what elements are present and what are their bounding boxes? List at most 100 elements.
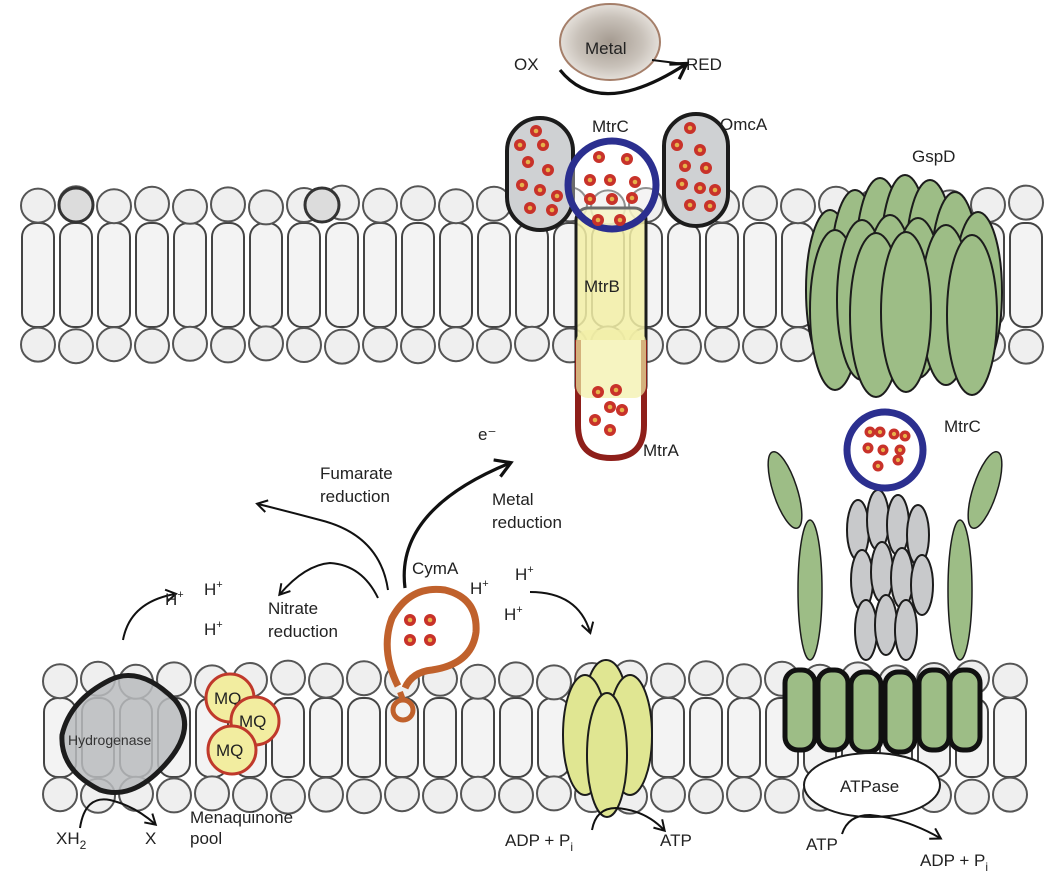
inner-membrane-platform-subunit (947, 667, 983, 753)
lipid-head (536, 775, 572, 812)
lipid-head (476, 327, 512, 364)
metal-reduction-label-line2: reduction (492, 513, 562, 532)
heme-iron (595, 389, 601, 395)
lipid-head (96, 326, 132, 363)
heme-iron (895, 457, 901, 463)
xh2-label: XH2 (56, 829, 87, 852)
atp-synthase (562, 659, 653, 818)
hydrogenase-proton-arrow (122, 588, 178, 641)
heme-iron (619, 407, 625, 413)
lipid-tail (1009, 222, 1043, 328)
heme-iron (624, 156, 630, 162)
nitrate-reduction-arrow (278, 561, 379, 599)
lipid-head (20, 326, 56, 363)
heme-iron (880, 447, 886, 453)
lipid-head (422, 777, 458, 814)
lipid-tail (401, 222, 435, 328)
heme-iron (607, 177, 613, 183)
pseudopilin-subunit (870, 541, 894, 603)
mq-label: MQ (214, 689, 241, 708)
lipid-head (42, 776, 78, 813)
menaquinone-label-line1: Menaquinone (190, 808, 293, 827)
hydrogenase-label: Hydrogenase (68, 732, 151, 748)
lipid-tail (173, 222, 207, 328)
ox-to-red-arrow (558, 61, 690, 96)
heme-iron (540, 142, 546, 148)
proton-label: H+ (470, 578, 489, 598)
lipid-head (438, 188, 474, 225)
proton-to-atp-synthase-arrow (529, 591, 595, 635)
atp-substrate-label: ATP (806, 835, 838, 854)
pseudopilin-subunit (910, 554, 934, 616)
heme-iron (697, 147, 703, 153)
lipid-head (514, 325, 550, 362)
lipid-head (650, 662, 686, 699)
lipid-tail (363, 222, 397, 328)
lipid-head (688, 660, 724, 697)
lipid-head (742, 328, 778, 365)
heme-iron (554, 193, 560, 199)
secreted-mtrc-hemes (862, 426, 911, 472)
heme-iron (609, 196, 615, 202)
heme-iron (875, 463, 881, 469)
mtrc-label: MtrC (592, 117, 629, 136)
heme-iron (687, 202, 693, 208)
heme-iron (527, 205, 533, 211)
lipid-head (704, 326, 740, 363)
lipid-head (308, 662, 344, 699)
lipid-tail (499, 697, 533, 778)
lipid-head (172, 188, 208, 225)
lipid-head-dark (303, 186, 341, 224)
lipid-head (498, 661, 534, 698)
metal-reduction-label-line1: Metal (492, 490, 534, 509)
lipid-tail (651, 697, 685, 778)
lipid-head (20, 187, 56, 224)
electron-label: e⁻ (478, 425, 496, 444)
lipid-head (384, 776, 420, 813)
nitrate-label-line1: Nitrate (268, 599, 318, 618)
lipid-head (650, 776, 686, 813)
lipid-head (498, 777, 534, 814)
red-label: RED (686, 55, 722, 74)
mtrc-hemes (584, 151, 641, 226)
lipid-head (134, 327, 170, 364)
heme-iron (902, 433, 908, 439)
heme-iron (607, 404, 613, 410)
lipid-head (248, 189, 284, 226)
nitrate-label-line2: reduction (268, 622, 338, 641)
heme-iron (712, 187, 718, 193)
lipid-head-dark (57, 186, 95, 224)
proton-label: H+ (204, 579, 223, 599)
atp-product-label: ATP (660, 831, 692, 850)
heme-iron (897, 447, 903, 453)
heme-iron (587, 177, 593, 183)
lipid-head (400, 185, 436, 222)
mq-label: MQ (239, 712, 266, 731)
mtra-cytochrome (575, 330, 647, 462)
lipid-head (742, 185, 778, 222)
adp-to-atp-arrow (591, 806, 667, 833)
heme-iron (679, 181, 685, 187)
lipid-tail (743, 222, 777, 328)
cyma-hemes (404, 614, 436, 646)
lipid-tail (21, 222, 55, 328)
heme-iron (674, 142, 680, 148)
inner-membrane-platform-subunit (782, 667, 818, 753)
pseudopilin-subunit (886, 494, 910, 556)
lipid-tail (423, 697, 457, 778)
mq-molecule (206, 724, 258, 776)
heme-iron (596, 154, 602, 160)
mtra-label: MtrA (643, 441, 680, 460)
xh2-to-x-arrow (79, 798, 158, 829)
lipid-head (96, 188, 132, 225)
lipid-tail (347, 697, 381, 778)
lipid-head (346, 660, 382, 697)
pilin-tip (967, 451, 1003, 529)
lipid-head (362, 187, 398, 224)
lipid-tail (477, 222, 511, 328)
pseudopilin-subunit (890, 547, 914, 609)
adp-pi-right-label: ADP + Pi (920, 851, 988, 874)
lipid-head (666, 328, 702, 365)
